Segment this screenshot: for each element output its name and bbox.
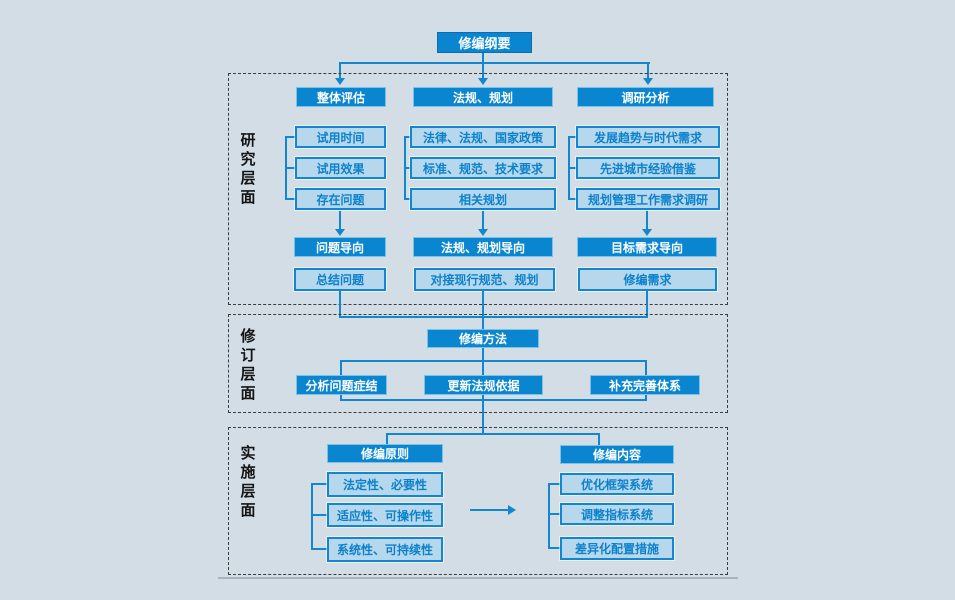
bracket-line [311, 514, 327, 516]
section-revision-label: 修订层面 [240, 328, 256, 402]
bottom-divider [218, 577, 738, 579]
bracket-line [568, 198, 577, 200]
connector-line [645, 395, 647, 401]
bracket-line [285, 136, 296, 138]
bracket-line [404, 167, 412, 169]
node-result: 修编需求 [578, 268, 717, 291]
node-item: 法定性、必要性 [327, 472, 443, 497]
node-item: 差异化配置措施 [560, 537, 674, 560]
connector-line [645, 362, 647, 375]
section-revision-border [228, 314, 728, 413]
bracket-line [548, 483, 550, 548]
node-direction: 问题导向 [294, 237, 386, 257]
section-research-label: 研究层面 [240, 132, 256, 206]
arrowhead-down [335, 229, 345, 236]
connector-line [339, 291, 341, 318]
bracket-line [285, 167, 296, 169]
node-item: 规划管理工作需求调研 [576, 188, 720, 210]
node-method: 修编方法 [427, 329, 539, 348]
connector-line [482, 291, 484, 318]
connector-line [482, 348, 484, 362]
connector-line [482, 401, 484, 434]
connector-line [482, 318, 484, 330]
node-group-header-contents: 修编内容 [560, 445, 674, 464]
connector-line [598, 435, 600, 445]
connector-line [386, 433, 600, 435]
arrowhead-down [478, 78, 488, 85]
node-item: 相关规划 [410, 188, 556, 210]
connector-line [340, 362, 342, 375]
bracket-line [285, 198, 296, 200]
connector-line [646, 291, 648, 318]
node-result: 对接现行规范、规划 [414, 268, 555, 291]
arrowhead-down [642, 229, 652, 236]
node-direction: 法规、规划导向 [413, 237, 553, 257]
connector-line [340, 360, 647, 362]
connector-line [482, 53, 484, 63]
section-implementation-border [228, 427, 728, 575]
connector-line [340, 395, 342, 401]
node-result: 总结问题 [294, 268, 386, 291]
node-direction: 目标需求导向 [577, 237, 717, 257]
bracket-line [568, 167, 577, 169]
node-item: 发展趋势与时代需求 [576, 126, 720, 148]
node-group-header-principles: 修编原则 [327, 444, 443, 463]
node-item: 试用效果 [295, 157, 386, 179]
connector-line [340, 399, 647, 401]
bracket-line [568, 136, 577, 138]
bracket-line [404, 198, 412, 200]
connector-line [482, 211, 484, 230]
connector-line [339, 62, 650, 64]
connector-line [482, 395, 484, 401]
node-item: 先进城市经验借鉴 [576, 157, 720, 179]
node-header-survey: 调研分析 [577, 87, 714, 107]
node-item: 试用时间 [295, 126, 386, 148]
bracket-line [548, 547, 560, 549]
connector-line [339, 211, 341, 230]
node-item: 调整指标系统 [560, 503, 674, 525]
connector-line [386, 435, 388, 444]
bracket-line [404, 136, 412, 138]
connector-line [647, 63, 649, 78]
bracket-line [548, 513, 560, 515]
node-branch: 补充完善体系 [590, 375, 700, 395]
node-item: 标准、规范、技术要求 [410, 157, 556, 179]
arrowhead-down [335, 78, 345, 85]
node-branch: 更新法规依据 [424, 375, 543, 395]
arrowhead-down [478, 229, 488, 236]
node-outline-title: 修编纲要 [437, 32, 532, 53]
node-item: 存在问题 [295, 188, 386, 210]
connector-line [482, 362, 484, 375]
connector-line [339, 316, 648, 318]
connector-line [470, 509, 508, 511]
arrowhead-down [643, 78, 653, 85]
node-item: 法律、法规、国家政策 [410, 126, 556, 148]
bracket-line [311, 483, 327, 485]
node-item: 系统性、可持续性 [327, 537, 443, 562]
connector-line [339, 63, 341, 78]
section-implementation-label: 实施层面 [240, 445, 256, 519]
connector-line [646, 211, 648, 230]
section-research-border [228, 73, 728, 305]
node-item: 适应性、可操作性 [327, 503, 443, 527]
bracket-line [311, 548, 327, 550]
node-header-regulations: 法规、规划 [413, 87, 553, 107]
node-branch: 分析问题症结 [296, 375, 387, 395]
connector-line [482, 63, 484, 78]
node-item: 优化框架系统 [560, 473, 674, 495]
bracket-line [311, 483, 313, 550]
bracket-line [548, 483, 560, 485]
arrowhead-right [508, 505, 516, 515]
node-header-evaluation: 整体评估 [296, 87, 386, 107]
